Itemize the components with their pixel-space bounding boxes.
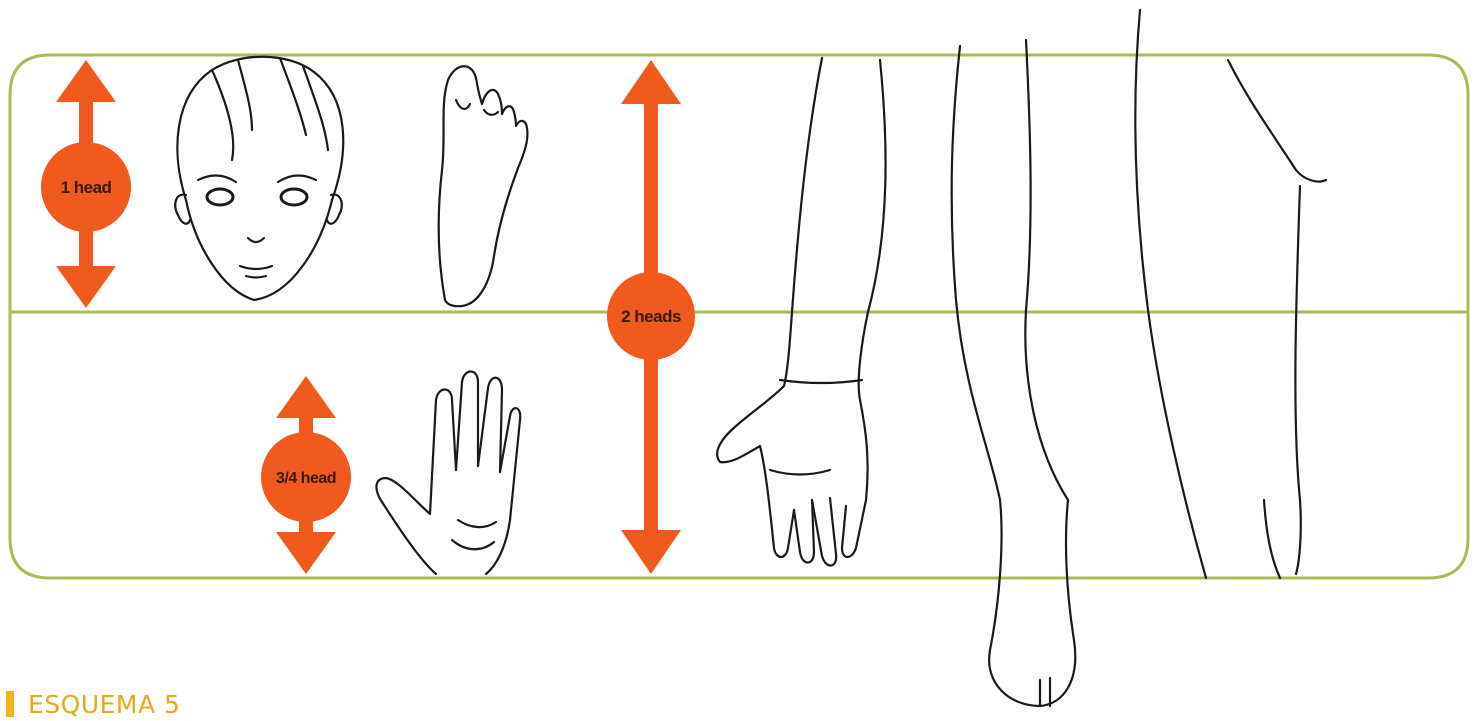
arrow-three-quarter-label: 3/4 head [276,470,336,487]
caption-marker [6,691,14,717]
torso-drawing [1228,60,1326,578]
arrow-one-head-top [56,60,116,102]
arrow-one-head-label: 1 head [61,178,112,197]
arrow-two-heads-bottom [621,530,681,574]
arrow-one-head: 1 head [41,60,131,308]
proportion-frame [10,55,1468,578]
measurement-arrows: 1 head 3/4 head 2 heads [41,60,695,574]
arrow-three-quarter-head: 3/4 head [261,376,351,574]
leg-drawing [952,10,1206,706]
line-drawings [175,10,1326,706]
hand-drawing [376,372,520,575]
arrow-two-heads-top [621,60,681,104]
arrow-three-quarter-bottom [276,532,336,574]
arrow-two-heads-label: 2 heads [621,307,681,326]
frame-outline [10,55,1468,578]
arrow-three-quarter-top [276,376,336,418]
face-drawing [175,57,343,300]
arrow-two-heads: 2 heads [607,60,695,574]
figure-caption: ESQUEMA 5 [6,689,180,719]
foot-drawing [439,66,528,306]
caption-text: ESQUEMA 5 [28,690,180,719]
arrow-one-head-bottom [56,266,116,308]
